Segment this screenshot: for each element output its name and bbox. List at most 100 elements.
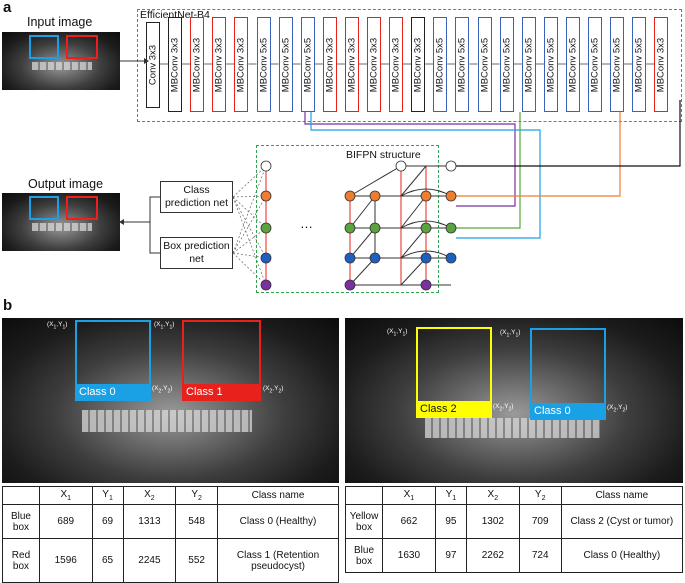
efficientnet-block-15: MBConv 5x5 <box>477 17 492 112</box>
efficientnet-block-8: MBConv 3x3 <box>322 17 337 112</box>
efficientnet-block-0: Conv 3x3 <box>146 22 160 108</box>
efficientnet-block-12: MBConv 3x3 <box>411 17 426 112</box>
panel-b-label: b <box>3 297 13 314</box>
bifpn-node-14 <box>344 279 356 291</box>
efficientnet-block-4: MBConv 3x3 <box>234 17 249 112</box>
bifpn-node-13 <box>445 252 457 264</box>
table-header-cell: Y2 <box>518 486 562 505</box>
bifpn-diag-4 <box>400 165 427 197</box>
table-cell-x1: 1630 <box>382 538 436 573</box>
bifpn-node-6 <box>344 222 356 234</box>
table-cell-x1: 662 <box>382 504 436 539</box>
right-blue-box <box>530 328 606 414</box>
efficientnet-block-22: MBConv 5x5 <box>632 17 647 112</box>
table-cell-y2: 548 <box>175 504 219 539</box>
table-header-cell: X2 <box>465 486 520 505</box>
efficientnet-title: EfficientNet-B4 <box>140 9 210 21</box>
bifpn-diag-7 <box>400 257 427 286</box>
table-header-cell: Class name <box>217 486 339 505</box>
table-cell-y1: 69 <box>91 504 124 539</box>
class-net-dash-line <box>232 165 267 198</box>
black-tap-line <box>456 100 681 167</box>
efficientnet-block-1: MBConv 3x3 <box>168 17 183 112</box>
efficientnet-container <box>137 9 682 122</box>
class-net-dash-line <box>232 196 267 259</box>
table-cell-x1: 689 <box>38 504 93 539</box>
table-cell-y1: 97 <box>434 538 467 573</box>
input-xray-image <box>2 32 120 90</box>
right-yellow-x2y2: (X2,Y2) <box>493 403 514 413</box>
efficientnet-block-5: MBConv 5x5 <box>256 17 271 112</box>
left-class1-tag: Class 1 <box>182 384 261 401</box>
input-image-caption: Input image <box>27 15 93 29</box>
table-cell-y2: 724 <box>518 538 562 573</box>
efficientnet-block-10: MBConv 3x3 <box>367 17 381 112</box>
class-net-dash-line <box>232 196 267 229</box>
left-blue-x1y1: (X1,Y1) <box>47 321 68 331</box>
bifpn-node-8 <box>420 222 432 234</box>
right-xray-image: Class 2 Class 0 (X1,Y1) (X1,Y1) (X2,Y2) … <box>345 318 683 483</box>
bifpn-ellipsis: … <box>300 216 313 231</box>
box-net-dash-line <box>232 165 267 254</box>
bifpn-graph <box>119 160 457 291</box>
left-blue-x2y2: (X2,Y2) <box>152 385 173 395</box>
efficientnet-block-14: MBConv 5x5 <box>455 17 470 112</box>
efficientnet-block-11: MBConv 3x3 <box>389 17 404 112</box>
efficientnet-block-13: MBConv 5x5 <box>433 17 448 112</box>
bifpn-diag-3 <box>349 257 376 286</box>
bifpn-left-node-3 <box>260 252 272 264</box>
bifpn-node-5 <box>445 190 457 202</box>
table-cell-x2: 2262 <box>465 538 520 573</box>
bifpn-diag-2 <box>349 227 376 259</box>
output-red-box <box>66 196 98 220</box>
left-red-x2y2: (X2,Y2) <box>263 385 284 395</box>
diagram-lines <box>120 58 681 239</box>
efficientnet-block-16: MBConv 5x5 <box>499 17 514 112</box>
table-cell-x2: 1313 <box>122 504 177 539</box>
table-cell-cls: Class 0 (Healthy) <box>560 538 684 573</box>
table-cell-y1: 65 <box>91 538 124 583</box>
table-cell-box: Red box <box>2 538 40 583</box>
box-net-dash-line <box>232 227 267 254</box>
table-cell-cls: Class 2 (Cyst or tumor) <box>560 504 684 539</box>
efficientnet-block-6: MBConv 5x5 <box>278 17 293 112</box>
right-class2-tag: Class 2 <box>416 401 492 418</box>
output-xray-image <box>2 193 120 251</box>
table-header-cell: Class name <box>560 486 684 505</box>
table-cell-x2: 2245 <box>122 538 177 583</box>
efficientnet-block-9: MBConv 3x3 <box>344 17 359 112</box>
bifpn-node-3 <box>369 190 381 202</box>
efficientnet-block-20: MBConv 5x5 <box>588 17 602 112</box>
bifpn-title: BIFPN structure <box>346 149 421 161</box>
bifpn-diag-1 <box>349 195 376 229</box>
bifpn-left-node-1 <box>260 190 272 202</box>
left-class0-tag: Class 0 <box>75 384 151 401</box>
table-cell-y2: 552 <box>175 538 219 583</box>
bifpn-diag-6 <box>400 227 427 259</box>
box-net-dash-line <box>232 195 267 254</box>
box-prediction-net: Box prediction net <box>160 237 233 269</box>
bifpn-node-4 <box>420 190 432 202</box>
left-xray-image: Class 0 Class 1 (X1,Y1) (X1,Y1) (X2,Y2) … <box>2 318 339 483</box>
bifpn-node-12 <box>420 252 432 264</box>
efficientnet-block-21: MBConv 5x5 <box>610 17 625 112</box>
right-yellow-x1y1: (X1,Y1) <box>387 328 408 338</box>
table-cell-x2: 1302 <box>465 504 520 539</box>
efficientnet-block-3: MBConv 3x3 <box>212 17 227 112</box>
left-blue-box <box>75 320 151 387</box>
table-header-cell <box>2 486 40 505</box>
table-cell-y1: 95 <box>434 504 467 539</box>
output-arrow-head <box>119 219 124 225</box>
bifpn-node-1 <box>445 160 457 172</box>
efficientnet-block-2: MBConv 3x3 <box>190 17 205 112</box>
table-header-cell: X1 <box>38 486 93 505</box>
left-red-x1y1: (X1,Y1) <box>154 321 175 331</box>
efficientnet-block-7: MBConv 5x5 <box>300 17 315 112</box>
class-net-dash-line <box>232 195 267 198</box>
